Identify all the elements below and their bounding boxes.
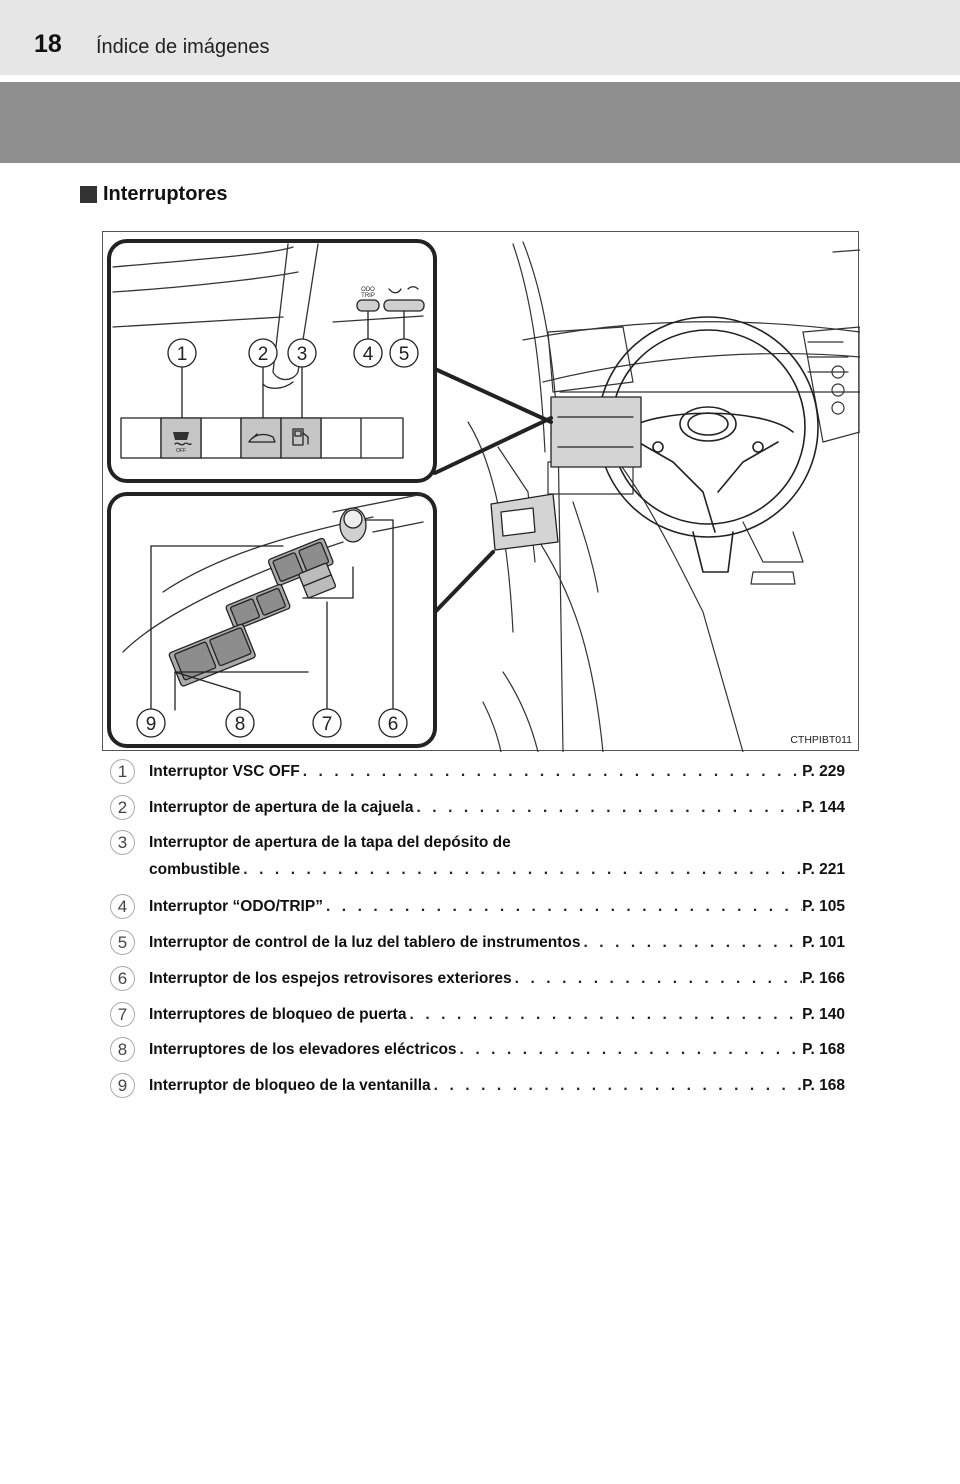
callout-1: 1 <box>177 344 188 365</box>
callout-6: 6 <box>388 714 399 735</box>
square-bullet-icon <box>80 186 97 203</box>
item-label: Interruptor de control de la luz del tab… <box>149 934 581 951</box>
door-switch-highlight <box>490 493 559 551</box>
item-page-link[interactable]: P. 166 <box>802 970 845 987</box>
off-text: OFF <box>176 448 186 454</box>
item-label: Interruptor “ODO/TRIP” <box>149 898 323 915</box>
item-label: Interruptores de bloqueo de puerta <box>149 1006 407 1023</box>
page-number: 18 <box>34 30 62 58</box>
item-page-link[interactable]: P. 101 <box>802 934 845 951</box>
leader-dots: . . . . . . . . . . . . . . . . . . . . … <box>514 970 803 987</box>
item-page-link[interactable]: P. 221 <box>802 861 845 878</box>
item-label-line1: Interruptor de apertura de la tapa del d… <box>149 834 511 851</box>
section-heading: Interruptores <box>80 183 227 206</box>
item-number-badge: 1 <box>110 759 135 784</box>
section-band <box>0 82 960 163</box>
item-page-link[interactable]: P. 229 <box>802 763 845 780</box>
item-number-badge: 7 <box>110 1002 135 1027</box>
item-page-link[interactable]: P. 140 <box>802 1006 845 1023</box>
leader-dots: . . . . . . . . . . . . . . . . . . . . … <box>409 1006 803 1023</box>
item-label: combustible <box>149 861 241 878</box>
item-label: Interruptores de los elevadores eléctric… <box>149 1041 457 1058</box>
item-number-badge: 2 <box>110 795 135 820</box>
item-label: Interruptor de bloqueo de la ventanilla <box>149 1077 431 1094</box>
item-number-badge: 3 <box>110 830 135 855</box>
bottom-inset <box>107 492 495 748</box>
figure-code: CTHPIBT011 <box>790 734 852 746</box>
callout-5: 5 <box>399 344 410 365</box>
item-label: Interruptor de apertura de la cajuela <box>149 799 414 816</box>
callout-2: 2 <box>258 344 269 365</box>
section-title: Interruptores <box>103 183 228 205</box>
item-label: Interruptor VSC OFF <box>149 763 300 780</box>
item-number-badge: 5 <box>110 930 135 955</box>
item-number-badge: 6 <box>110 966 135 991</box>
item-label: Interruptor de los espejos retrovisores … <box>149 970 512 987</box>
leader-dots: . . . . . . . . . . . . . . . . . . . . … <box>433 1077 803 1094</box>
item-page-link[interactable]: P. 105 <box>802 898 845 915</box>
callout-3: 3 <box>297 344 308 365</box>
leader-dots: . . . . . . . . . . . . . . . . . . . . … <box>459 1041 803 1058</box>
leader-dots: . . . . . . . . . . . . . . . . . . . . … <box>325 898 802 915</box>
item-number-badge: 8 <box>110 1037 135 1062</box>
switches-illustration: 1 2 3 4 5 9 8 7 6 ODO TRIP OFF CTHPIBT01… <box>102 231 860 752</box>
callout-8: 8 <box>235 714 246 735</box>
leader-dots: . . . . . . . . . . . . . . . . . . . . … <box>302 763 802 780</box>
item-number-badge: 4 <box>110 894 135 919</box>
car-interior-lines <box>467 241 860 752</box>
item-page-link[interactable]: P. 168 <box>802 1077 845 1094</box>
leader-dots: . . . . . . . . . . . . . . . . . . . . … <box>583 934 802 951</box>
item-page-link[interactable]: P. 144 <box>802 799 845 816</box>
page-title: Índice de imágenes <box>96 36 270 58</box>
illustration-drawing: 1 2 3 4 5 9 8 7 6 ODO TRIP OFF <box>107 239 860 752</box>
callout-9: 9 <box>146 714 157 735</box>
leader-dots: . . . . . . . . . . . . . . . . . . . . … <box>243 861 802 878</box>
callout-4: 4 <box>363 344 374 365</box>
dash-switch-strip <box>550 396 642 468</box>
trip-text: TRIP <box>361 293 375 299</box>
item-page-link[interactable]: P. 168 <box>802 1041 845 1058</box>
callout-7: 7 <box>322 714 333 735</box>
item-number-badge: 9 <box>110 1073 135 1098</box>
header-bar: 18 Índice de imágenes <box>0 0 960 75</box>
top-inset <box>107 239 553 483</box>
leader-dots: . . . . . . . . . . . . . . . . . . . . … <box>416 799 802 816</box>
odo-text: ODO <box>361 287 375 293</box>
steering-wheel <box>597 316 819 573</box>
